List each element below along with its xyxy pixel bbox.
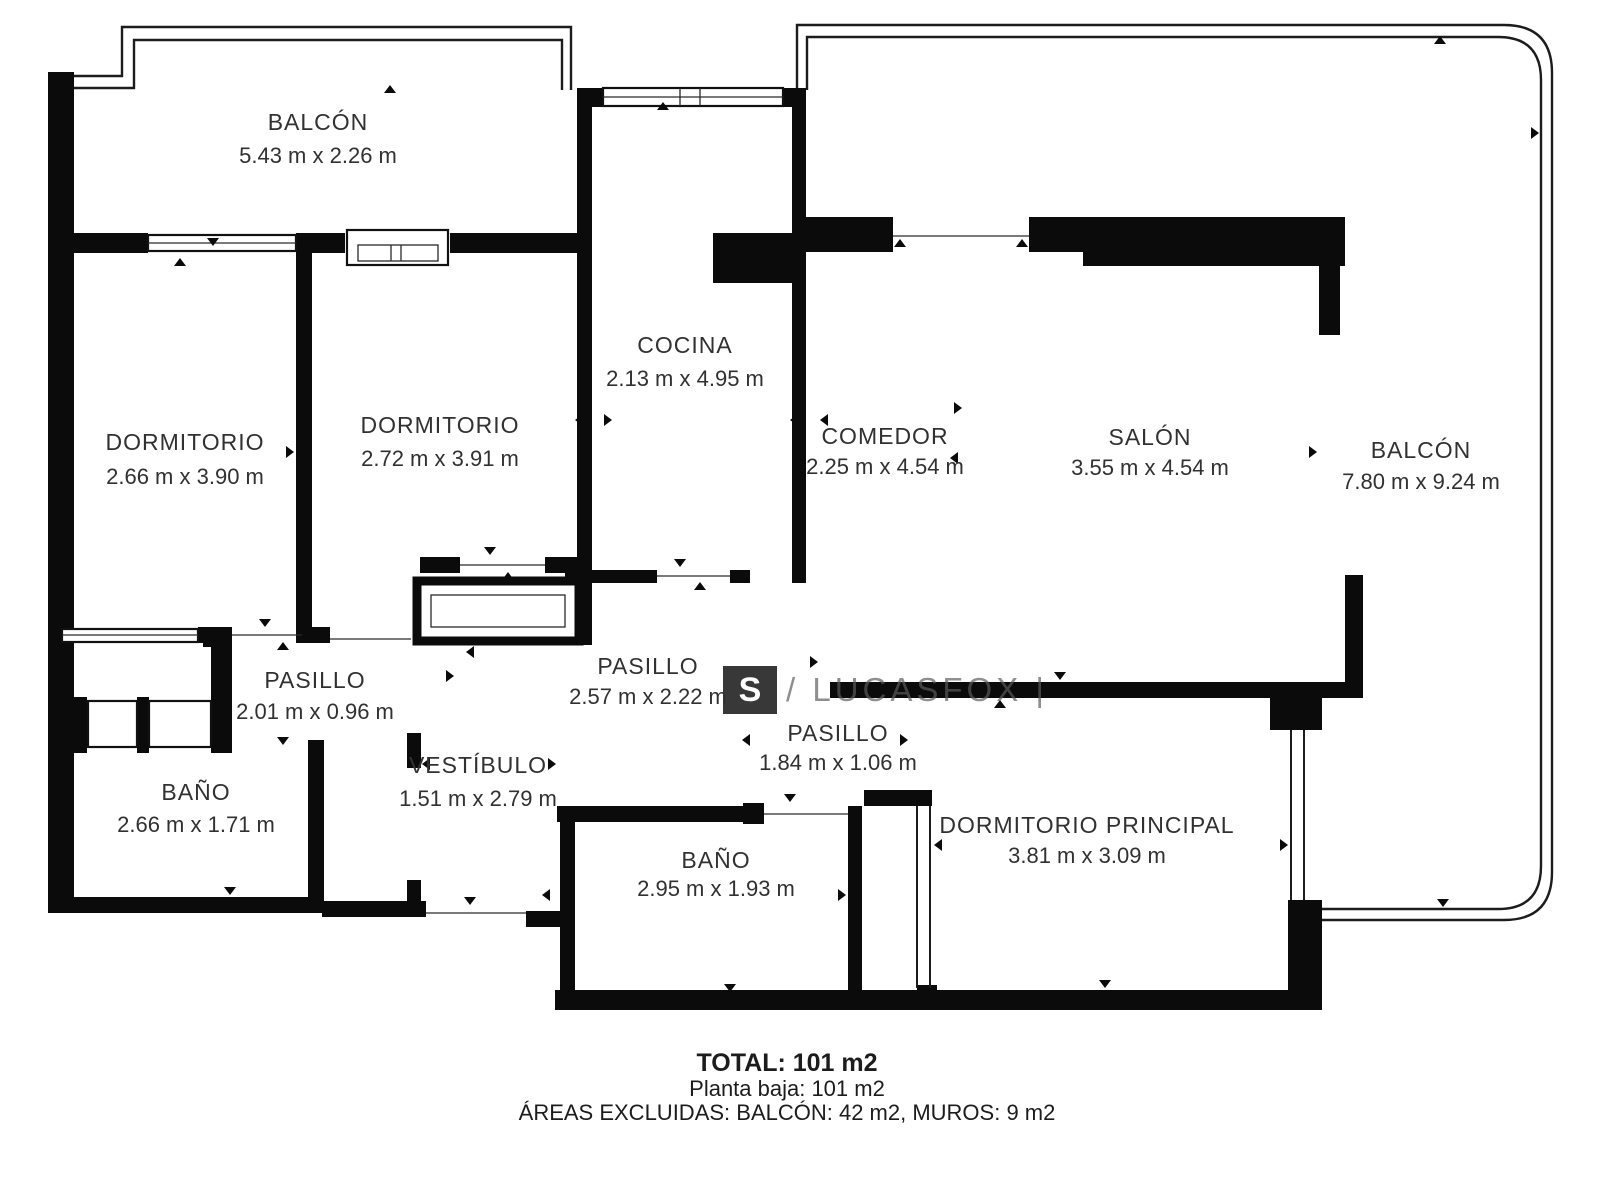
room-dims-cocina: 2.13 m x 4.95 m bbox=[606, 366, 764, 391]
windows-layer bbox=[60, 86, 1305, 988]
room-name-balcon-izq: BALCÓN bbox=[268, 109, 369, 135]
room-dims-bano-1: 2.66 m x 1.71 m bbox=[117, 812, 275, 837]
room-name-balcon-der: BALCÓN bbox=[1371, 437, 1472, 463]
closet-symbol bbox=[86, 699, 139, 749]
room-dims-vestibulo: 1.51 m x 2.79 m bbox=[399, 786, 557, 811]
room-dims-dormitorio-1: 2.66 m x 3.90 m bbox=[106, 464, 264, 489]
excluded-areas-text: ÁREAS EXCLUIDAS: BALCÓN: 42 m2, MUROS: 9… bbox=[519, 1100, 1056, 1125]
total-area-text: TOTAL: 101 m2 bbox=[696, 1049, 877, 1077]
room-name-dormitorio-1: DORMITORIO bbox=[105, 429, 264, 455]
room-dims-pasillo-2: 2.57 m x 2.22 m bbox=[569, 684, 727, 709]
room-name-dormitorio-2: DORMITORIO bbox=[360, 412, 519, 438]
room-dims-bano-2: 2.95 m x 1.93 m bbox=[637, 876, 795, 901]
walls-layer bbox=[48, 72, 1363, 1010]
room-dims-salon: 3.55 m x 4.54 m bbox=[1071, 455, 1229, 480]
room-name-pasillo-1: PASILLO bbox=[264, 667, 365, 693]
room-name-cocina: COCINA bbox=[637, 332, 732, 358]
room-name-pasillo-3: PASILLO bbox=[787, 720, 888, 746]
floor-area-text: Planta baja: 101 m2 bbox=[689, 1076, 885, 1101]
room-dims-dormitorio-2: 2.72 m x 3.91 m bbox=[361, 446, 519, 471]
room-name-bano-1: BAÑO bbox=[161, 779, 230, 805]
room-name-salon: SALÓN bbox=[1109, 424, 1192, 450]
room-dims-balcon-der: 7.80 m x 9.24 m bbox=[1342, 469, 1500, 494]
brand-watermark-letter: S bbox=[739, 671, 762, 709]
room-dims-dormitorio-principal: 3.81 m x 3.09 m bbox=[1008, 843, 1166, 868]
room-dims-pasillo-3: 1.84 m x 1.06 m bbox=[759, 750, 917, 775]
brand-watermark: S / LUCASFOX | bbox=[723, 666, 1048, 714]
wardrobe-symbol bbox=[412, 576, 584, 646]
room-name-bano-2: BAÑO bbox=[681, 847, 750, 873]
room-name-vestibulo: VESTÍBULO bbox=[409, 752, 547, 778]
brand-watermark-text: / LUCASFOX | bbox=[786, 671, 1048, 708]
balcony-railing-right bbox=[795, 23, 1554, 922]
room-dims-comedor: 2.25 m x 4.54 m bbox=[806, 454, 964, 479]
door-direction-ticks bbox=[58, 36, 1539, 992]
window-symbol bbox=[1290, 730, 1305, 900]
room-labels-layer: BALCÓN 5.43 m x 2.26 m COCINA 2.13 m x 4… bbox=[105, 109, 1499, 901]
window-symbol bbox=[345, 228, 450, 267]
summary-footer: TOTAL: 101 m2 Planta baja: 101 m2 ÁREAS … bbox=[519, 1049, 1056, 1125]
brand-watermark-badge bbox=[723, 666, 777, 714]
room-name-dormitorio-principal: DORMITORIO PRINCIPAL bbox=[939, 812, 1234, 838]
closet-symbol bbox=[147, 699, 213, 749]
room-name-pasillo-2: PASILLO bbox=[597, 653, 698, 679]
closet-doors bbox=[916, 806, 931, 988]
balcony-railing-left bbox=[62, 25, 573, 90]
window-symbol bbox=[601, 86, 785, 108]
room-name-comedor: COMEDOR bbox=[821, 423, 948, 449]
room-dims-balcon-izq: 5.43 m x 2.26 m bbox=[239, 143, 397, 168]
room-dims-pasillo-1: 2.01 m x 0.96 m bbox=[236, 699, 394, 724]
